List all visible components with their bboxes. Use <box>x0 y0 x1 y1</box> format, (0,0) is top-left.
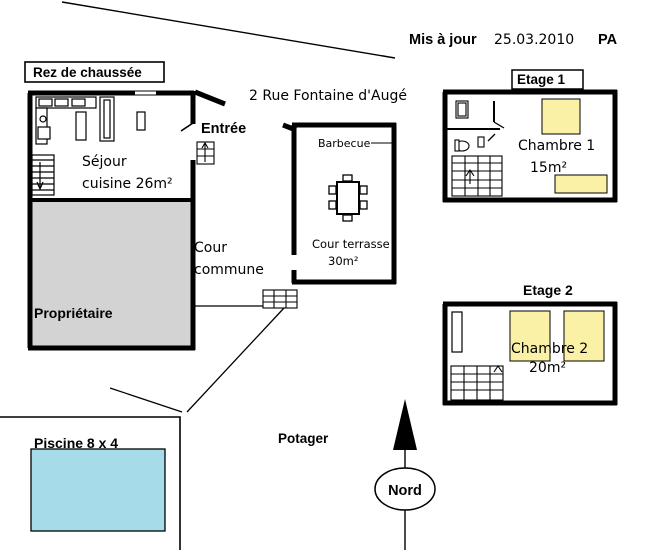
author-initials: PA <box>598 32 618 48</box>
pool <box>30 448 166 532</box>
update-date: 25.03.2010 <box>494 32 574 48</box>
floor2-plan <box>442 301 618 406</box>
terrace <box>291 122 397 285</box>
court-label-line2: commune <box>194 262 264 278</box>
floor2-title: Etage 2 <box>523 282 573 298</box>
ground-floor-title: Rez de chaussée <box>33 65 142 80</box>
floor1-title: Etage 1 <box>517 72 566 87</box>
floor2-room-area: 20m² <box>529 360 566 376</box>
sejour-label-line2: cuisine 26m² <box>82 176 173 192</box>
floor1-room-area: 15m² <box>530 160 567 176</box>
kitchen-furniture <box>35 96 146 145</box>
ground-floor-stairs <box>31 154 55 196</box>
north-arrow-icon <box>374 399 436 550</box>
north-label: Nord <box>388 483 422 499</box>
property-boundary-line <box>61 1 396 59</box>
floor2-bed-1 <box>509 310 551 362</box>
address-label: 2 Rue Fontaine d'Augé <box>249 88 407 104</box>
ground-floor-title-box <box>24 61 165 83</box>
entrance-steps <box>196 141 215 165</box>
terrace-table <box>328 174 368 222</box>
court-steps <box>262 289 298 309</box>
floor1-plan <box>442 89 618 203</box>
floor2-room-name: Chambre 2 <box>511 341 588 357</box>
sejour-label-line1: Séjour <box>82 154 127 170</box>
pool-enclosure <box>0 416 181 550</box>
barbecue-label: Barbecue <box>318 137 371 150</box>
entrance-label: Entrée <box>201 121 246 137</box>
floor1-bed-2 <box>554 174 608 194</box>
pool-label: Piscine 8 x 4 <box>34 435 118 451</box>
owner-label: Propriétaire <box>34 305 113 321</box>
garden-label: Potager <box>278 431 329 446</box>
update-label: Mis à jour <box>409 32 477 48</box>
floor1-bed <box>541 98 581 135</box>
court-label-line1: Cour <box>194 240 227 256</box>
floor1-title-box <box>511 69 584 90</box>
floor1-room-name: Chambre 1 <box>518 138 595 154</box>
owner-area <box>30 201 193 348</box>
terrace-label-line1: Cour terrasse <box>312 237 390 251</box>
floor2-bed-2 <box>563 310 605 362</box>
court-boundary <box>109 305 285 413</box>
terrace-label-line2: 30m² <box>328 254 358 268</box>
ground-floor-building <box>27 90 196 351</box>
